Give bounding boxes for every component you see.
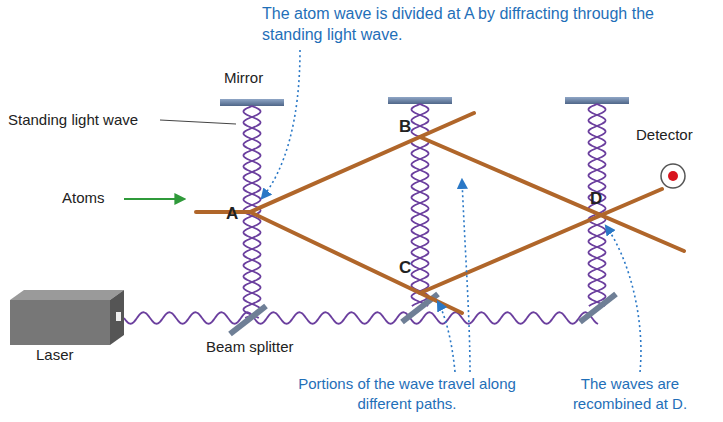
detector-dot	[668, 171, 678, 181]
laser-top	[10, 290, 124, 300]
beam-splitter	[580, 294, 616, 322]
laser-beam	[124, 312, 598, 324]
detector-ring	[661, 164, 685, 188]
point-label: C	[399, 257, 411, 279]
laser-side	[110, 290, 124, 345]
node-label: Detector	[636, 126, 693, 143]
leader-line	[160, 120, 236, 124]
detector: Detector	[632, 126, 718, 190]
leader-line	[606, 226, 641, 372]
atoms-arrow	[124, 198, 184, 200]
callout-text: Portions of the wave travel along differ…	[282, 374, 532, 413]
point-label: A	[226, 203, 238, 225]
node-label: Laser	[36, 346, 74, 363]
callout-text: The waves are recombined at D.	[545, 374, 715, 413]
atom-path	[420, 189, 662, 293]
laser-front	[10, 300, 110, 345]
standing-waves	[243, 104, 605, 318]
callout-text: The atom wave is divided at A by diffrac…	[262, 4, 692, 46]
laser-beam	[124, 312, 598, 324]
leader-line	[438, 302, 455, 372]
part-label: Mirror	[224, 68, 263, 88]
point-label: B	[399, 116, 411, 138]
atom-paths	[196, 113, 684, 313]
leader-line	[462, 180, 470, 372]
part-label: Atoms	[62, 188, 105, 208]
laser-aperture	[116, 312, 121, 321]
callout-leaders	[262, 50, 641, 372]
mirror	[220, 99, 284, 106]
mirror	[565, 97, 629, 104]
part-label: Beam splitter	[206, 337, 294, 357]
atom-path	[196, 210, 250, 214]
standing-wave	[588, 104, 605, 306]
part-label: Standing light wave	[8, 110, 138, 130]
atom-path	[420, 137, 684, 251]
standing-wave	[588, 104, 605, 306]
beam-splitter	[230, 306, 266, 334]
leader-line	[262, 50, 300, 198]
atom-path	[250, 212, 462, 313]
point-label: D	[590, 188, 602, 210]
laser: Laser	[10, 288, 135, 368]
atom-path	[250, 113, 474, 212]
mirror	[388, 97, 452, 104]
